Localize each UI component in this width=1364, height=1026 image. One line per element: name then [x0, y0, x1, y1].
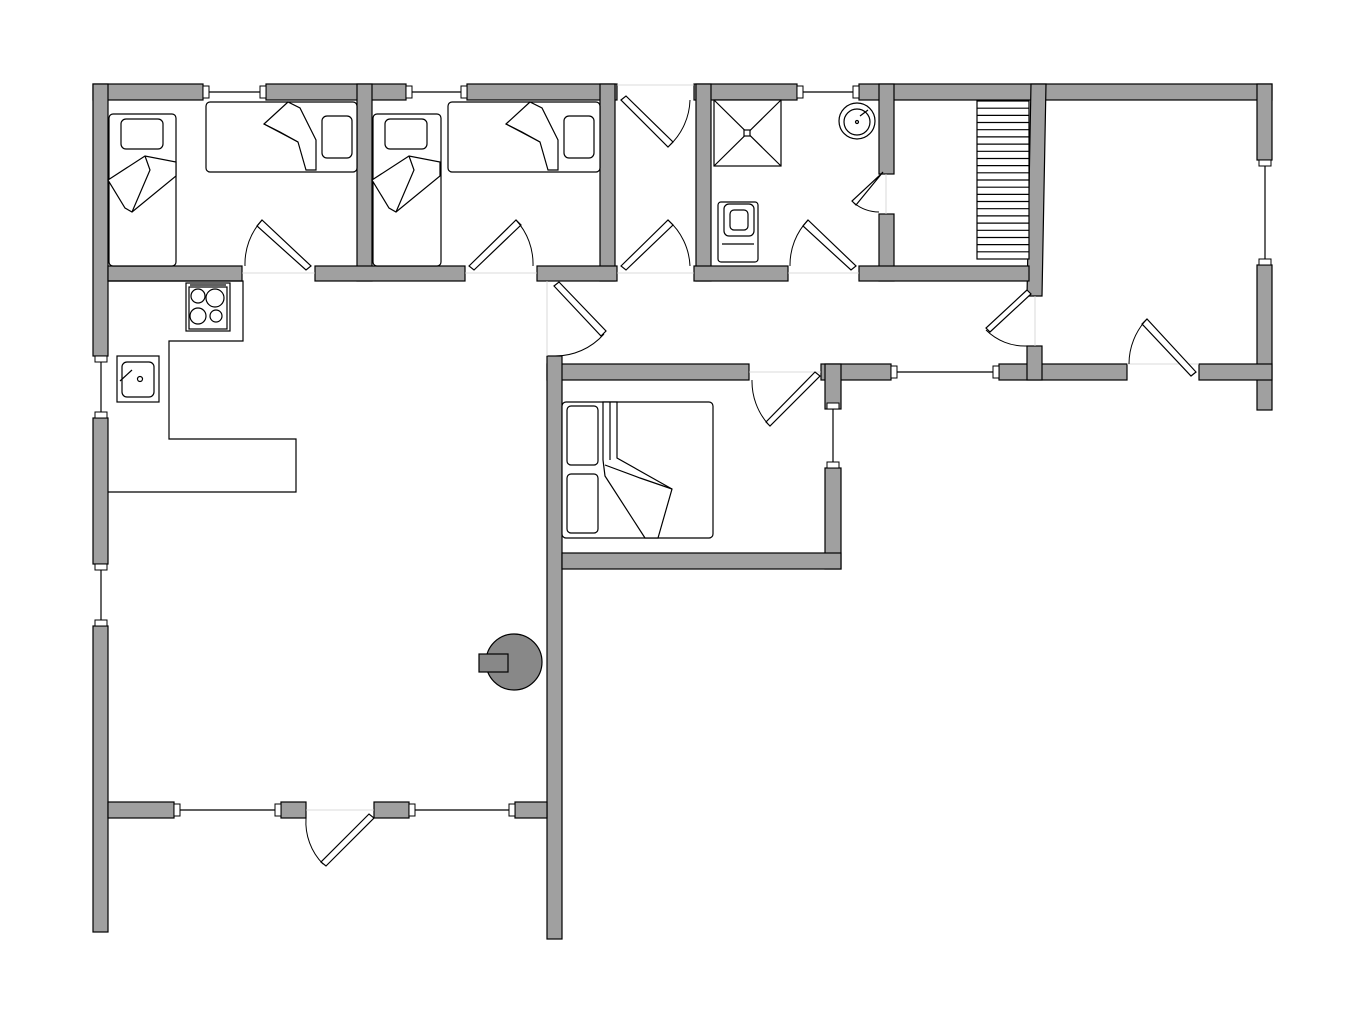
door-north-entry — [620, 95, 691, 148]
door-bedroom-1 — [242, 219, 315, 274]
wall-living-south-3 — [373, 801, 410, 819]
shower-tray — [713, 99, 782, 167]
wall-stair-divider — [1026, 83, 1047, 297]
wall-bedroom-divider-2 — [599, 83, 616, 282]
wall-living-south-2 — [280, 801, 307, 819]
window-corridor-south — [890, 365, 1000, 379]
window-north-4 — [796, 85, 860, 99]
door-master-bedroom — [749, 371, 821, 427]
wall-master-south — [561, 552, 842, 570]
bed-bedroom-1-horizontal — [205, 101, 358, 173]
wall-bedrooms-south-3 — [536, 265, 618, 282]
staircase — [976, 100, 1030, 260]
bed-bedroom-2-single — [371, 113, 442, 267]
wall-bath-east-upper — [878, 83, 895, 175]
door-east-room-south — [1127, 318, 1199, 377]
double-bed — [561, 401, 714, 539]
door-stair-room — [851, 171, 887, 214]
wall-bedrooms-south-2 — [314, 265, 466, 282]
kitchen-counter — [108, 280, 297, 493]
wall-living-south-4 — [514, 801, 548, 819]
wall-living-east — [546, 355, 563, 940]
wall-bath-west — [695, 83, 712, 282]
wall-bedrooms-south-5 — [858, 265, 1030, 282]
kitchen-sink — [116, 355, 160, 403]
window-west-2 — [94, 563, 108, 627]
wall-north-2 — [265, 83, 407, 101]
wall-bedrooms-south-4 — [693, 265, 789, 282]
door-east-room-corridor — [985, 289, 1036, 347]
wall-north-1 — [92, 83, 204, 101]
window-north-1 — [202, 85, 267, 99]
wall-east-lower — [1256, 264, 1273, 411]
walls — [92, 83, 1273, 940]
window-west-1 — [94, 355, 108, 419]
window-east — [1258, 159, 1272, 266]
wall-east-upper — [1256, 83, 1273, 161]
wall-living-south-1 — [107, 801, 175, 819]
wall-master-east-upper — [824, 363, 842, 410]
doors — [242, 95, 1199, 867]
window-north-2 — [405, 85, 468, 99]
windows — [94, 84, 1272, 817]
wood-stove — [478, 633, 543, 691]
door-bathroom — [788, 219, 859, 274]
wall-north-5 — [858, 83, 1273, 101]
wall-bedroom-divider-1 — [356, 83, 373, 282]
window-living-south-1 — [173, 803, 282, 817]
wall-bedrooms-south-1 — [107, 265, 243, 282]
wall-west-1 — [92, 83, 109, 357]
wall-corridor-south-3 — [998, 363, 1128, 381]
window-master-east — [826, 402, 840, 469]
toilet — [717, 201, 759, 263]
wall-west-2 — [92, 417, 109, 565]
bed-bedroom-1-single — [107, 113, 177, 267]
wall-corridor-south-1 — [546, 363, 750, 381]
wall-west-3 — [92, 625, 109, 933]
window-living-south-2 — [408, 803, 516, 817]
wall-north-3 — [466, 83, 618, 101]
wall-corridor-south-4 — [1198, 363, 1273, 381]
door-corridor-west — [546, 281, 607, 357]
door-bedroom-2 — [465, 219, 537, 274]
door-hall — [617, 219, 694, 274]
cooktop — [185, 282, 231, 332]
door-main-entrance — [305, 809, 375, 867]
furniture — [107, 99, 1030, 691]
bed-bedroom-2-horizontal — [447, 101, 601, 173]
wall-corridor-jog — [1026, 345, 1043, 381]
bathroom-sink — [838, 102, 876, 140]
